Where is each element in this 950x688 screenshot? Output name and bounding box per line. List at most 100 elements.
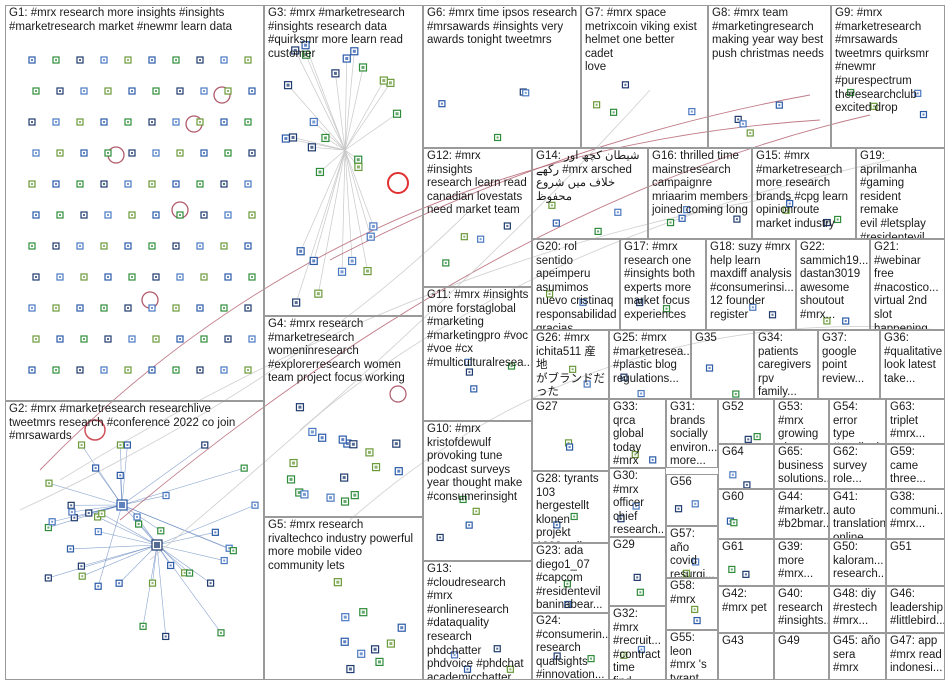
group-label-g56: G56 <box>670 476 692 488</box>
group-label-g41: G41: auto translation online... <box>833 491 886 539</box>
group-label-g14: G14: شیطان کچھ اور رکھے #mrx arsched خلا… <box>536 150 640 203</box>
group-cell-g11: G11: #mrx #insights more forstaglobal #m… <box>423 287 532 421</box>
group-label-g32: G32: #mrx #recruit... #contract time fin… <box>613 608 661 679</box>
group-label-g27: G27 <box>536 401 558 413</box>
group-cell-g61: G61 <box>718 539 774 586</box>
group-label-g31: G31: brands socially environ... more... <box>670 401 718 468</box>
group-label-g65: G65: business solutions... <box>778 446 829 486</box>
group-label-g28: G28: tyrants 103 hergestellt klonen proj… <box>536 473 599 542</box>
group-cell-g50: G50: kaloram... research... <box>829 539 886 586</box>
group-label-g6: G6: #mrx time ipsos research #mrsawards … <box>427 7 578 47</box>
group-cell-g22: G22: sammich19... dastan3019 awesome sho… <box>796 239 870 330</box>
group-cell-g6: G6: #mrx time ipsos research #mrsawards … <box>423 5 581 148</box>
group-cell-g54: G54: error type #qualitati... <box>829 399 886 444</box>
group-cell-g49: G49 <box>774 633 829 680</box>
group-label-g49: G49 <box>778 635 800 647</box>
group-cell-g1: G1: #mrx research more insights #insight… <box>5 5 264 401</box>
group-cell-g60: G60 <box>718 489 774 539</box>
group-label-g45: G45: año sera #mrx <box>833 635 881 675</box>
group-cell-g7: G7: #mrx space metrixcoin viking exist h… <box>581 5 708 148</box>
group-label-g3: G3: #mrx #marketresearch #insights resea… <box>268 7 405 60</box>
group-label-g35: G35 <box>695 332 717 344</box>
group-label-g44: G44: #marketr... #b2bmar... <box>778 491 829 531</box>
group-label-g20: G20: rol sentido apeimperu asumimos nuev… <box>536 241 617 330</box>
group-cell-g10: G10: #mrx kristofdewulf provoking tune p… <box>423 421 532 561</box>
group-label-g16: G16: thrilled time mainstresearch campai… <box>652 150 748 217</box>
group-label-g61: G61 <box>722 541 744 553</box>
group-cell-g8: G8: #mrx team #marketingresearch making … <box>708 5 831 148</box>
group-label-g11: G11: #mrx #insights more forstaglobal #m… <box>427 289 532 369</box>
group-cell-g56: G56 <box>666 474 718 526</box>
group-label-g48: G48: diy #restech #mrx... <box>833 588 878 628</box>
group-label-g47: G47: app #mrx read indonesi... <box>890 635 943 675</box>
group-label-g37: G37: google point review... <box>822 332 865 385</box>
group-label-g10: G10: #mrx kristofdewulf provoking tune p… <box>427 423 523 503</box>
group-label-g9: G9: #mrx #marketresearch #mrsawards twee… <box>835 7 929 115</box>
group-label-g40: G40: research #insights... <box>778 588 829 628</box>
group-label-g60: G60 <box>722 491 744 503</box>
group-cell-g41: G41: auto translation online... <box>829 489 886 539</box>
group-cell-g21: G21: #webinar free #nacostico... virtual… <box>870 239 945 330</box>
group-label-g59: G59: came three... <box>890 446 926 486</box>
group-cell-g47: G47: app #mrx read indonesi... <box>886 633 945 680</box>
group-cell-g42: G42: #mrx pet <box>718 586 774 633</box>
group-label-g23: G23: ada diego1_07 #capcom #residentevil… <box>536 545 603 612</box>
group-label-g24: G24: #consumerin... research qualsights … <box>536 615 609 680</box>
group-cell-g29: G29 <box>609 537 666 606</box>
group-cell-g25: G25: #mrx #marketresea... #plastic blog … <box>609 330 691 399</box>
group-cell-g24: G24: #consumerin... research qualsights … <box>532 613 609 680</box>
group-label-g15: G15: #mrx #marketresearch more research … <box>756 150 849 230</box>
group-cell-g20: G20: rol sentido apeimperu asumimos nuev… <box>532 239 620 330</box>
group-cell-g12: G12: #mrx #insights research learn read … <box>423 148 532 287</box>
group-cell-g5: G5: #mrx research rivaltechco industry p… <box>264 517 423 680</box>
group-label-g33: G33: qrca global today #mrx consume... <box>613 401 644 468</box>
group-cell-g4: G4: #mrx research #marketresearch womeni… <box>264 316 423 517</box>
group-label-g42: G42: #mrx pet <box>722 588 767 614</box>
group-label-g21: G21: #webinar free #nacostico... virtual… <box>874 241 939 330</box>
group-cell-g26: G26: #mrx ichita511 産地 がブランドだった けど 自分たちの… <box>532 330 609 399</box>
group-cell-g3: G3: #mrx #marketresearch #insights resea… <box>264 5 423 316</box>
group-label-g52: G52 <box>722 401 744 413</box>
group-label-g8: G8: #mrx team #marketingresearch making … <box>712 7 824 60</box>
group-label-g53: G53: #mrx growing give... <box>778 401 819 443</box>
group-cell-g57: G57: año covid resurgi... <box>666 526 718 578</box>
group-cell-g33: G33: qrca global today #mrx consume... <box>609 399 666 468</box>
group-cell-g39: G39: more #mrx... <box>774 539 829 586</box>
group-label-g12: G12: #mrx #insights research learn read … <box>427 150 527 217</box>
group-cell-g38: G38: communi... #mrx... <box>886 489 945 539</box>
group-cell-g62: G62: survey role... <box>829 444 886 489</box>
group-label-g50: G50: kaloram... research... <box>833 541 886 581</box>
group-cell-g32: G32: #mrx #recruit... #contract time fin… <box>609 606 666 680</box>
group-cell-g63: G63: triplet #mrx... <box>886 399 945 444</box>
group-label-g25: G25: #mrx #marketresea... #plastic blog … <box>613 332 691 385</box>
group-cell-g28: G28: tyrants 103 hergestellt klonen proj… <box>532 471 609 543</box>
group-label-g22: G22: sammich19... dastan3019 awesome sho… <box>800 241 869 321</box>
group-cell-g37: G37: google point review... <box>818 330 880 399</box>
group-label-g1: G1: #mrx research more insights #insight… <box>9 7 233 33</box>
group-cell-g64: G64 <box>718 444 774 489</box>
group-label-g54: G54: error type #qualitati... <box>833 401 885 443</box>
group-cell-g31: G31: brands socially environ... more... <box>666 399 718 468</box>
group-label-g13: G13: #cloudresearch #mrx #onlineresearch… <box>427 563 524 680</box>
group-cell-g23: G23: ada diego1_07 #capcom #residentevil… <box>532 543 609 613</box>
group-cell-g9: G9: #mrx #marketresearch #mrsawards twee… <box>831 5 945 148</box>
group-cell-g48: G48: diy #restech #mrx... <box>829 586 886 633</box>
group-label-g64: G64 <box>722 446 744 458</box>
group-cell-g59: G59: came three... <box>886 444 945 489</box>
group-label-g2: G2: #mrx #marketresearch researchlive tw… <box>9 403 236 443</box>
group-label-g5: G5: #mrx research rivaltechco industry p… <box>268 519 414 572</box>
group-label-g43: G43 <box>722 635 744 647</box>
group-cell-g51: G51 <box>886 539 945 586</box>
group-cell-g2: G2: #mrx #marketresearch researchlive tw… <box>5 401 264 680</box>
group-cell-g45: G45: año sera #mrx <box>829 633 886 680</box>
group-cell-g36: G36: #qualitative look latest take... <box>880 330 945 399</box>
group-label-g30: G30: #mrx officer chief research... <box>613 470 666 537</box>
group-cell-g27: G27 <box>532 399 609 471</box>
group-label-g55: G55: leon #mrx 's tyrant... <box>670 632 709 680</box>
group-cell-g52: G52 <box>718 399 774 444</box>
group-cell-g13: G13: #cloudresearch #mrx #onlineresearch… <box>423 561 532 680</box>
group-cell-g65: G65: business solutions... <box>774 444 829 489</box>
group-cell-g18: G18: suzy #mrx help learn maxdiff analys… <box>706 239 796 330</box>
group-label-g36: G36: #qualitative look latest take... <box>884 332 943 385</box>
group-label-g58: G58: #mrx <box>670 580 696 606</box>
